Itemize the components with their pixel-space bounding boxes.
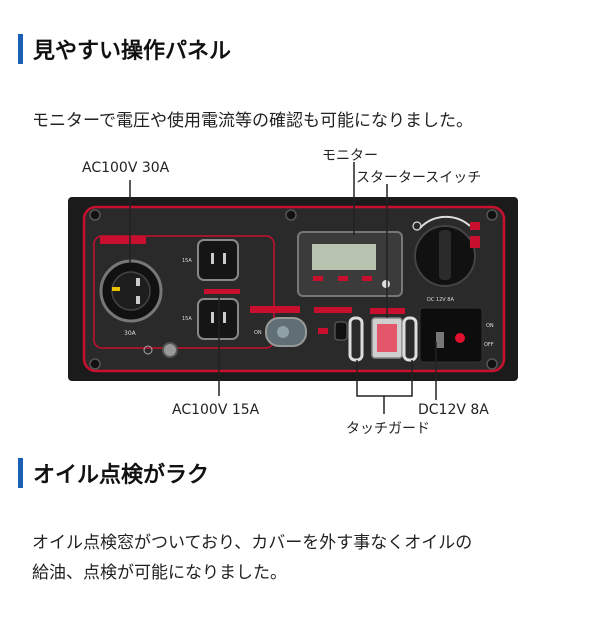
lcd-screen: [312, 244, 376, 270]
screw-icon: [89, 358, 101, 370]
mode-switch: [334, 321, 348, 341]
monitor-button-icon: [382, 280, 390, 288]
outlet-15a-bottom-rating: 15A: [182, 316, 192, 322]
outlet-15a-bottom: [197, 298, 239, 340]
label-outlet-15a: AC100V 15A: [172, 402, 260, 418]
section-description: オイル点検窓がついており、カバーを外す事なくオイルの 給油、点検が可能になりまし…: [32, 528, 582, 588]
outlet-15a-top-rating: 15A: [182, 258, 192, 264]
screw-icon: [486, 209, 498, 221]
heading-accent-bar: [18, 458, 23, 488]
ground-terminal-icon: [162, 342, 178, 358]
section-heading-panel: 見やすい操作パネル: [18, 34, 231, 64]
mode-switch-label: [314, 307, 352, 313]
label-starter-switch: スタータースイッチ: [356, 170, 482, 186]
outlet-area-frame: [93, 235, 275, 349]
dc-off-label: OFF: [484, 342, 494, 348]
heading-accent-bar: [18, 34, 23, 64]
outlet-15a-top: [197, 239, 239, 281]
outlet-30a-rating: 30A: [124, 330, 137, 337]
section-heading-oil: オイル点検がラク: [18, 458, 209, 488]
description-line: オイル点検窓がついており、カバーを外す事なくオイルの: [32, 533, 473, 553]
touch-guard-left: [348, 316, 364, 362]
screw-icon: [285, 209, 297, 221]
dc-breaker-button: [455, 333, 465, 343]
section-title: オイル点検がラク: [33, 463, 210, 488]
touch-guard-right: [402, 316, 418, 362]
label-outlet-30a: AC100V 30A: [82, 160, 170, 176]
screw-icon: [89, 209, 101, 221]
ground-symbol-icon: [143, 345, 153, 355]
dc-on-label: ON: [486, 323, 494, 329]
section-description: モニターで電圧や使用電流等の確認も可能になりました。: [32, 111, 473, 131]
section-title: 見やすい操作パネル: [33, 39, 232, 64]
description-line: 給油、点検が可能になりました。: [32, 563, 287, 583]
outlet-total-label: [204, 289, 240, 294]
choke-symbol-icon: [412, 221, 422, 231]
label-touch-guard: タッチガード: [346, 421, 430, 437]
screw-icon: [486, 358, 498, 370]
dc-outlet-panel: [419, 307, 483, 363]
eco-switch-on-label: ON: [254, 330, 262, 336]
eco-switch-label: [250, 306, 300, 313]
label-dc-output: DC12V 8A: [418, 402, 489, 418]
label-monitor: モニター: [322, 148, 378, 164]
outlet-warning-label: [100, 236, 146, 244]
dc-outlet-socket: [436, 332, 444, 348]
dc-rating-text: DC 12V 8A: [427, 297, 454, 303]
